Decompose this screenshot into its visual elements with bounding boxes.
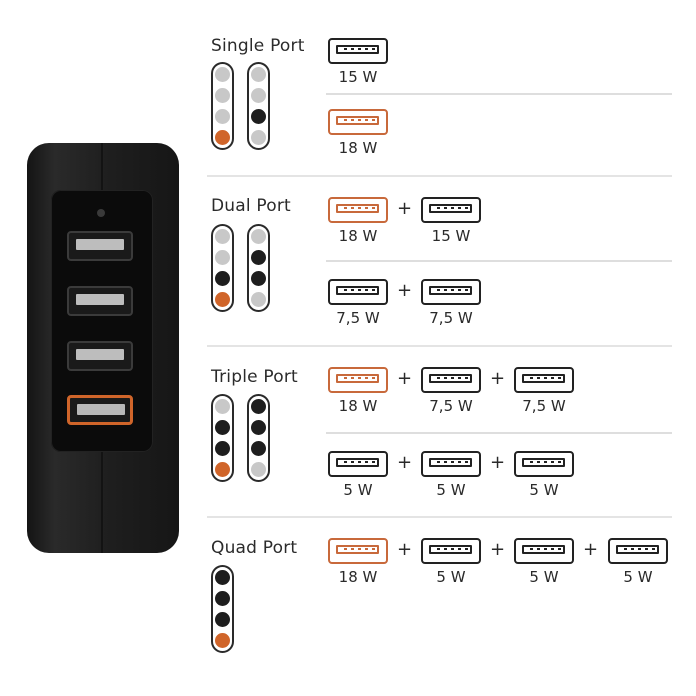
section-divider xyxy=(207,516,672,518)
port-wattage-label: 7,5 W xyxy=(429,309,473,327)
indicator-dot-active xyxy=(215,271,230,286)
indicator-dot-inactive xyxy=(251,292,266,307)
plus-sign: + xyxy=(397,280,413,301)
usb-icon xyxy=(328,451,388,477)
plus-sign: + xyxy=(490,368,506,389)
indicator-dot-active xyxy=(251,271,266,286)
indicator-dot-active xyxy=(215,420,230,435)
indicator-dot-inactive xyxy=(215,229,230,244)
port-indicator-pill xyxy=(247,394,270,482)
indicator-dot-qc xyxy=(215,292,230,307)
charger-usb-port-1 xyxy=(67,231,133,261)
section-label-dual-port: Dual Port xyxy=(211,196,291,216)
port-wattage-label: 7,5 W xyxy=(429,397,473,415)
indicator-dot-active xyxy=(251,109,266,124)
port-wattage-label: 7,5 W xyxy=(522,397,566,415)
port-wattage-label: 18 W xyxy=(338,397,378,415)
indicator-dot-inactive xyxy=(251,88,266,103)
plus-sign: + xyxy=(583,539,599,560)
indicator-dot-inactive xyxy=(251,229,266,244)
indicator-dot-active xyxy=(215,570,230,585)
section-label-triple-port: Triple Port xyxy=(211,367,298,387)
plus-sign: + xyxy=(397,198,413,219)
port-indicator-pill xyxy=(247,62,270,150)
indicator-dot-active xyxy=(215,612,230,627)
indicator-dot-active xyxy=(251,420,266,435)
usb-icon xyxy=(421,367,481,393)
plus-sign: + xyxy=(397,452,413,473)
usb-icon xyxy=(514,367,574,393)
port-indicator-pill xyxy=(211,224,234,312)
indicator-dot-qc xyxy=(215,462,230,477)
row-divider xyxy=(326,260,672,262)
usb-icon xyxy=(328,38,388,64)
port-wattage-label: 5 W xyxy=(436,481,466,499)
port-wattage-label: 5 W xyxy=(529,568,559,586)
port-indicator-pill xyxy=(211,565,234,653)
row-divider xyxy=(326,93,672,95)
usb-icon xyxy=(421,538,481,564)
indicator-dot-inactive xyxy=(215,67,230,82)
section-label-quad-port: Quad Port xyxy=(211,538,298,558)
indicator-dot-inactive xyxy=(215,109,230,124)
port-wattage-label: 5 W xyxy=(529,481,559,499)
usb-charger-image xyxy=(27,143,179,553)
usb-qc-icon xyxy=(328,109,388,135)
usb-icon xyxy=(608,538,668,564)
port-wattage-label: 18 W xyxy=(338,227,378,245)
charger-usb-port-2 xyxy=(67,286,133,316)
indicator-dot-inactive xyxy=(215,399,230,414)
plus-sign: + xyxy=(397,368,413,389)
indicator-dot-inactive xyxy=(251,130,266,145)
indicator-dot-inactive xyxy=(251,67,266,82)
charger-led-icon xyxy=(97,209,105,217)
indicator-dot-active xyxy=(251,399,266,414)
indicator-dot-active xyxy=(251,441,266,456)
usb-icon xyxy=(421,451,481,477)
charger-usb-port-qc xyxy=(67,395,133,425)
port-wattage-label: 15 W xyxy=(338,68,378,86)
row-divider xyxy=(326,432,672,434)
usb-qc-icon xyxy=(328,538,388,564)
indicator-dot-qc xyxy=(215,633,230,648)
indicator-dot-active xyxy=(251,250,266,265)
port-wattage-label: 7,5 W xyxy=(336,309,380,327)
section-divider xyxy=(207,345,672,347)
port-wattage-label: 5 W xyxy=(343,481,373,499)
section-label-single-port: Single Port xyxy=(211,36,305,56)
indicator-dot-qc xyxy=(215,130,230,145)
port-wattage-label: 5 W xyxy=(623,568,653,586)
usb-qc-icon xyxy=(328,367,388,393)
usb-icon xyxy=(328,279,388,305)
usb-icon xyxy=(514,538,574,564)
charger-usb-port-3 xyxy=(67,341,133,371)
port-indicator-pill xyxy=(211,62,234,150)
usb-qc-icon xyxy=(328,197,388,223)
indicator-dot-active xyxy=(215,441,230,456)
indicator-dot-active xyxy=(215,591,230,606)
port-wattage-label: 18 W xyxy=(338,139,378,157)
port-indicator-pill xyxy=(247,224,270,312)
section-divider xyxy=(207,175,672,177)
usb-icon xyxy=(421,197,481,223)
plus-sign: + xyxy=(490,452,506,473)
usb-icon xyxy=(514,451,574,477)
plus-sign: + xyxy=(490,539,506,560)
port-wattage-label: 5 W xyxy=(436,568,466,586)
indicator-dot-inactive xyxy=(251,462,266,477)
port-wattage-label: 15 W xyxy=(431,227,471,245)
port-indicator-pill xyxy=(211,394,234,482)
indicator-dot-inactive xyxy=(215,250,230,265)
indicator-dot-inactive xyxy=(215,88,230,103)
port-wattage-label: 18 W xyxy=(338,568,378,586)
plus-sign: + xyxy=(397,539,413,560)
usb-icon xyxy=(421,279,481,305)
